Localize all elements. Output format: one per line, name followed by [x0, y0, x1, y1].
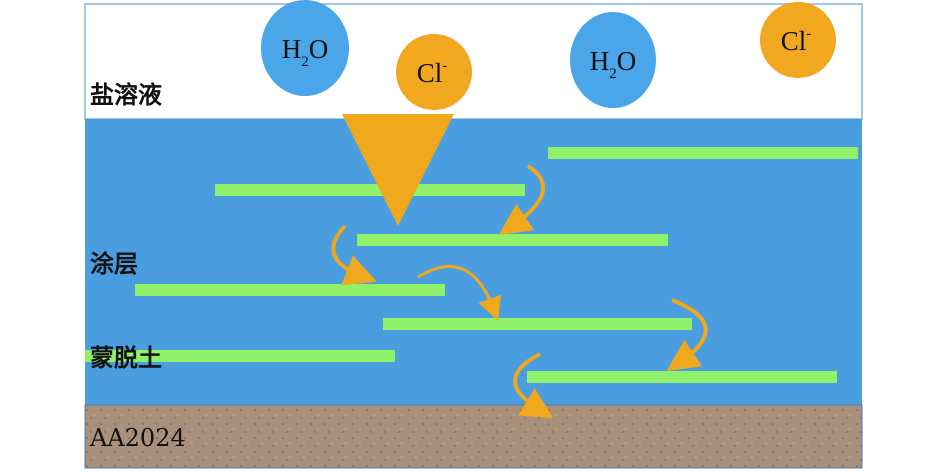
clay-sheet [85, 350, 395, 362]
label-substrate: AA2024 [89, 424, 186, 452]
svg-text:H2O: H2O [590, 46, 637, 82]
label-clay: 蒙脱土 [90, 344, 162, 372]
clay-sheet [383, 318, 692, 330]
clay-sheet [215, 184, 525, 196]
water-molecule: H2O [570, 12, 656, 108]
diffusion-arrows [331, 114, 708, 419]
chloride-ion: Cl- [396, 34, 472, 110]
coating-layer [85, 119, 862, 405]
curved-arrow-icon [331, 224, 377, 286]
curved-arrow-icon [417, 265, 502, 322]
clay-sheets [85, 147, 858, 383]
clay-sheet [135, 284, 445, 296]
clay-sheet [548, 147, 858, 159]
chloride-ion: Cl- [760, 2, 836, 78]
label-salt-solution: 盐溶液 [90, 81, 162, 109]
substrate-layer [84, 404, 863, 469]
svg-text:Cl-: Cl- [417, 58, 448, 88]
clay-sheet [527, 371, 837, 383]
svg-text:Cl-: Cl- [781, 26, 812, 56]
curved-arrow-icon [498, 164, 546, 235]
clay-sheet [357, 234, 668, 246]
water-molecule: H2O [261, 0, 349, 96]
curved-arrow-icon [513, 352, 554, 419]
curved-arrow-icon [666, 298, 708, 371]
label-coating: 涂层 [90, 250, 138, 278]
svg-text:H2O: H2O [282, 34, 329, 70]
salt-solution-layer [84, 3, 863, 120]
